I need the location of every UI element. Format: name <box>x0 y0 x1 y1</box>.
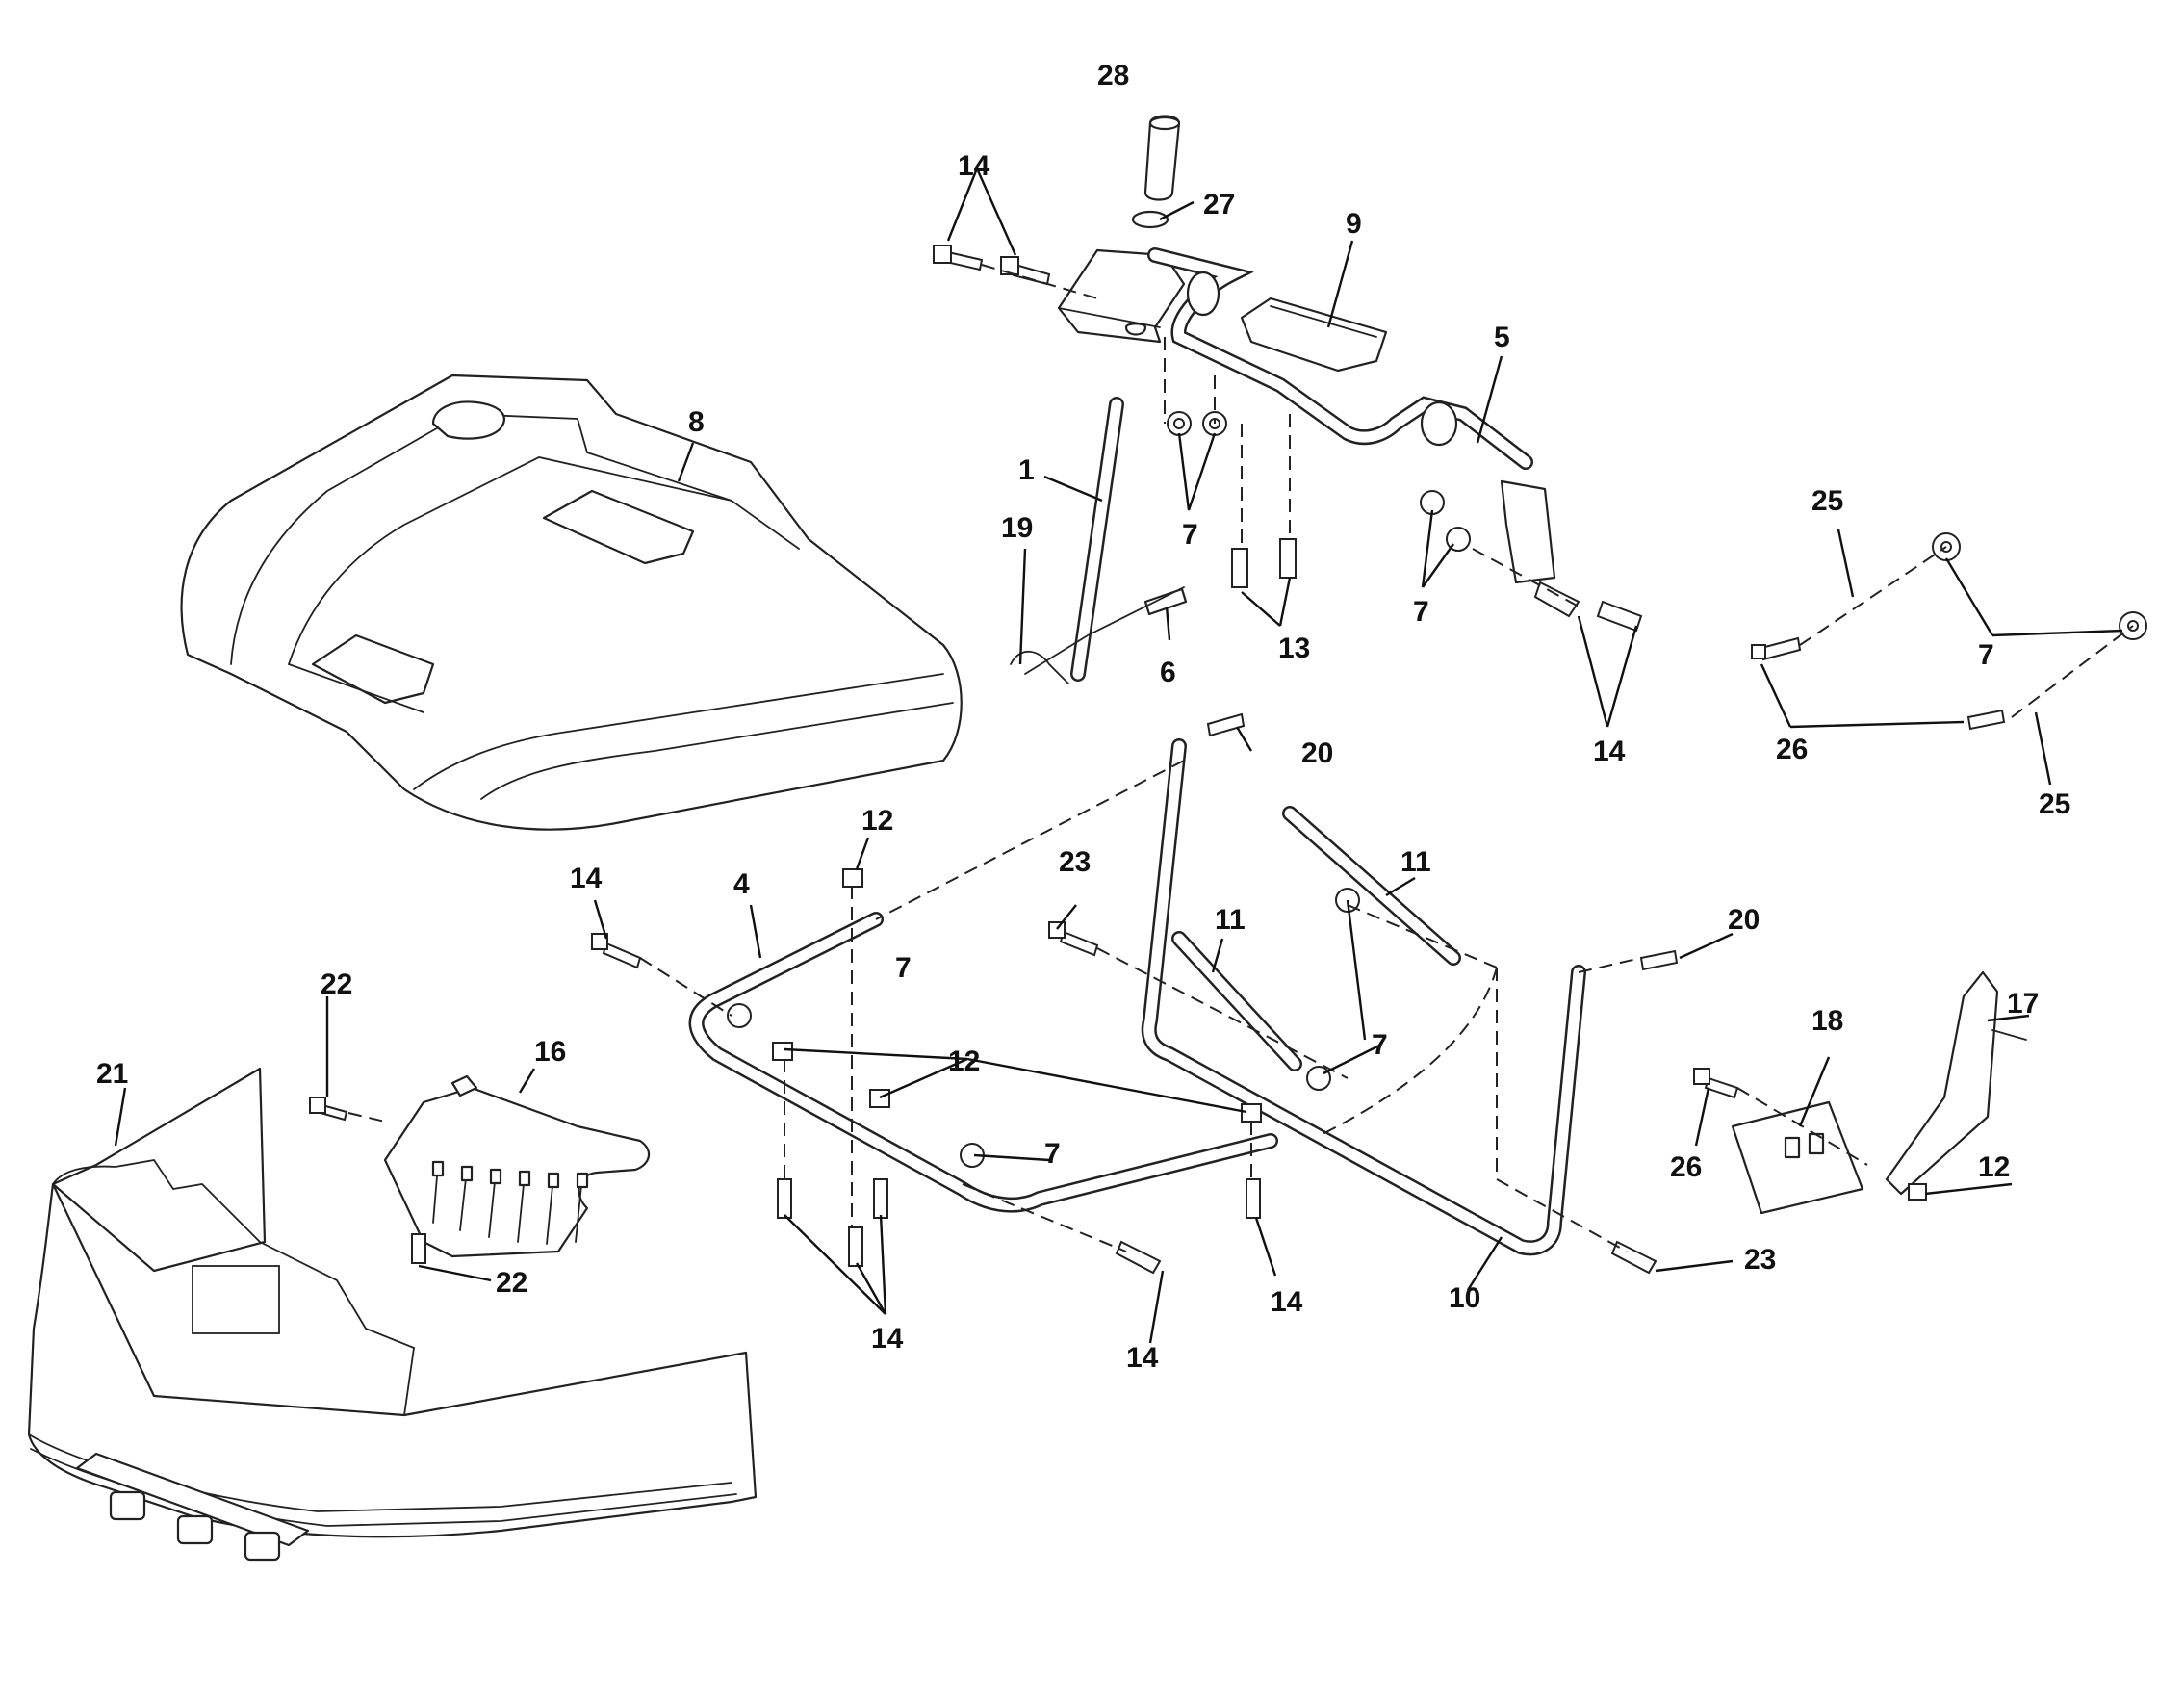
bolt-icon <box>873 1178 888 1219</box>
callout-7: 7 <box>895 952 912 984</box>
callout-28: 28 <box>1097 60 1129 91</box>
bolt-icon <box>1206 712 1246 737</box>
callout-22: 22 <box>321 968 352 1000</box>
nut-icon <box>1306 1066 1331 1091</box>
nut-icon <box>869 1089 890 1108</box>
callout-11: 11 <box>1215 904 1246 936</box>
callout-26: 26 <box>1670 1151 1702 1183</box>
bolt-icon <box>1048 921 1099 957</box>
nut-icon <box>772 1042 793 1061</box>
callout-14: 14 <box>1126 1342 1159 1374</box>
callout-16: 16 <box>534 1036 566 1068</box>
bolt-icon <box>1115 1240 1162 1275</box>
hairpin-and-pin <box>1010 586 1188 684</box>
bolt-icon <box>1693 1068 1739 1099</box>
callout-20: 20 <box>1728 904 1760 936</box>
callout-22: 22 <box>496 1267 527 1299</box>
callout-26: 26 <box>1776 734 1808 765</box>
lift-frame <box>688 738 1586 1256</box>
assembly-lines <box>347 264 2134 1252</box>
right-bracket <box>1731 970 2027 1215</box>
callout-12: 12 <box>948 1046 980 1077</box>
callout-9: 9 <box>1346 208 1362 240</box>
bolt-icon <box>848 1226 863 1267</box>
callout-18: 18 <box>1811 1005 1843 1037</box>
callout-14: 14 <box>958 150 990 182</box>
bracket-shield <box>383 1074 651 1258</box>
bolt-icon <box>1596 600 1643 633</box>
callout-14: 14 <box>1271 1286 1303 1318</box>
callout-14: 14 <box>871 1323 904 1355</box>
callout-12: 12 <box>861 805 893 837</box>
callouts: 28 27 14 9 5 8 1 19 7 6 13 7 14 25 7 26 … <box>96 60 2070 1374</box>
callout-1: 1 <box>1018 454 1035 486</box>
callout-12: 12 <box>1978 1151 2010 1183</box>
callout-11: 11 <box>1400 846 1431 878</box>
tab-icon <box>431 1160 589 1189</box>
callout-25: 25 <box>1811 485 1843 517</box>
rear-bin <box>27 1067 758 1562</box>
callout-14: 14 <box>1593 736 1626 767</box>
vertical-tube <box>1070 397 1124 682</box>
bolt-icon <box>1246 1178 1261 1219</box>
callout-8: 8 <box>688 406 705 438</box>
bolt-icon <box>1533 581 1580 618</box>
leader-lines <box>114 168 2123 1344</box>
bolt-icon <box>1231 548 1248 588</box>
hood-cover <box>180 374 963 831</box>
callout-4: 4 <box>733 868 750 900</box>
bolt-icon <box>933 245 984 271</box>
callout-6: 6 <box>1160 657 1176 688</box>
callout-25: 25 <box>2039 788 2070 820</box>
callout-23: 23 <box>1744 1244 1776 1276</box>
nut-icon <box>1241 1103 1262 1123</box>
callout-17: 17 <box>2007 988 2039 1020</box>
bolt-icon <box>777 1178 792 1219</box>
callout-19: 19 <box>1001 512 1033 544</box>
callout-5: 5 <box>1494 322 1510 353</box>
bolt-icon <box>1000 256 1051 286</box>
nut-icon <box>1908 1183 1927 1201</box>
callout-10: 10 <box>1449 1282 1480 1314</box>
callout-13: 13 <box>1278 633 1310 664</box>
callout-7: 7 <box>1372 1029 1388 1061</box>
callout-7: 7 <box>1413 596 1429 628</box>
nut-icon <box>1167 411 1192 436</box>
lift-linkage-upper <box>1057 115 1556 584</box>
bolt-icon <box>1610 1240 1657 1275</box>
callout-21: 21 <box>96 1058 128 1090</box>
callout-27: 27 <box>1203 189 1235 220</box>
callout-14: 14 <box>570 863 603 894</box>
bolt-icon <box>591 933 642 969</box>
callout-20: 20 <box>1301 737 1333 769</box>
nut-icon <box>842 868 863 888</box>
callout-23: 23 <box>1059 846 1091 878</box>
bolt-icon <box>1279 538 1297 579</box>
callout-7: 7 <box>1978 639 1994 671</box>
bolt-icon <box>1966 709 2006 731</box>
bolt-icon <box>411 1233 426 1264</box>
bolt-icon <box>1639 949 1679 971</box>
callout-7: 7 <box>1182 519 1198 551</box>
callout-7: 7 <box>1044 1138 1061 1170</box>
bolt-icon <box>309 1097 348 1122</box>
nut-icon <box>727 1003 752 1028</box>
bolt-icon <box>1751 636 1802 661</box>
